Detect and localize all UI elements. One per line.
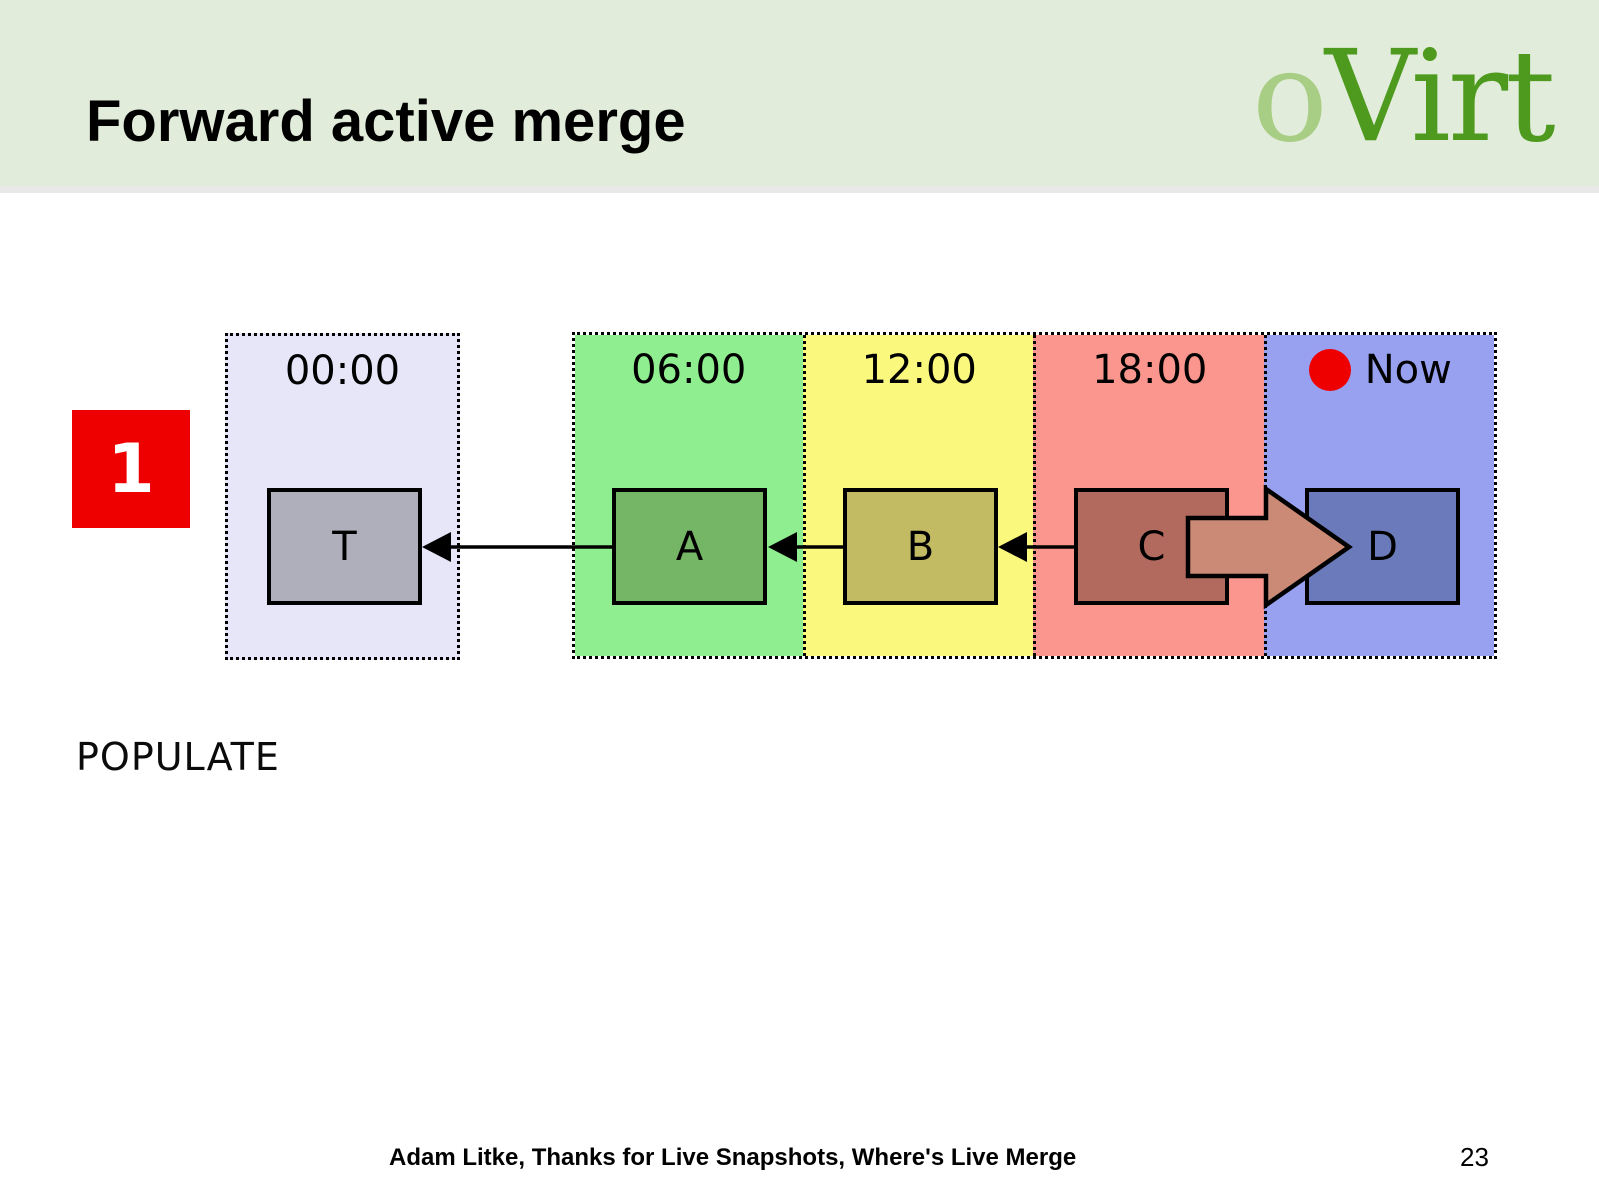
- node-A: A: [612, 488, 767, 605]
- time-label-0000: 00:00: [284, 348, 401, 394]
- page-number: 23: [1460, 1142, 1489, 1172]
- footer-attribution: Adam Litke, Thanks for Live Snapshots, W…: [389, 1144, 1077, 1171]
- time-label-1800: 18:00: [1092, 347, 1208, 393]
- time-label-1200: 12:00: [861, 347, 977, 393]
- action-label: POPULATE: [76, 735, 280, 779]
- now-indicator-dot-icon: [1308, 349, 1351, 391]
- time-label-0600: 06:00: [631, 347, 747, 393]
- node-C: C: [1074, 488, 1229, 605]
- ovirt-logo-virt: Virt: [1324, 23, 1556, 170]
- step-badge: 1: [72, 410, 190, 528]
- ovirt-logo-o: o: [1252, 23, 1328, 170]
- snapshot-panel-0000: 00:00 T: [225, 333, 460, 660]
- now-label-text: Now: [1364, 347, 1452, 393]
- ovirt-logo: oVirt: [1252, 34, 1556, 160]
- node-T: T: [267, 488, 422, 605]
- header-divider: [0, 186, 1599, 193]
- header-band: [0, 0, 1599, 186]
- node-B: B: [843, 488, 998, 605]
- page-title: Forward active merge: [86, 89, 686, 154]
- timeline-panel: 06:00 12:00 18:00 Now A B C D: [572, 332, 1497, 659]
- node-D: D: [1305, 488, 1460, 605]
- now-label: Now: [1267, 346, 1495, 394]
